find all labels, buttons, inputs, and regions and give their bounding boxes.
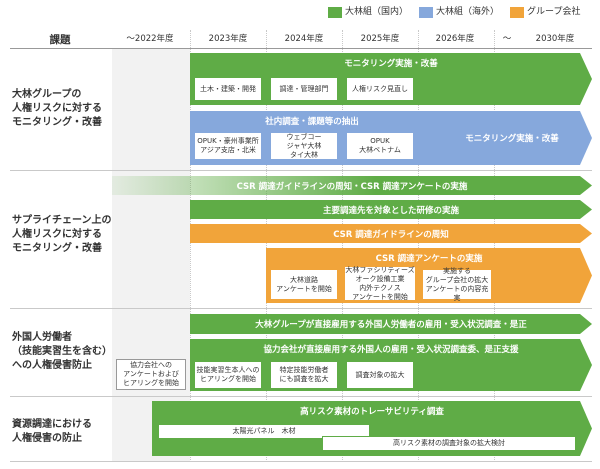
box-opuk-vietnam: OPUK 大林ベトナム xyxy=(346,132,414,160)
legend-swatch-overseas xyxy=(419,7,433,18)
box-opuk-australia: OPUK・豪州事業所 アジア支店・北米 xyxy=(194,132,262,160)
bar-group-guideline: CSR 調達ガイドラインの周知 xyxy=(190,224,592,243)
bar-direct-employment: 大林グループが直接雇用する外国人労働者の雇用・受入状況調査・是正 xyxy=(190,314,592,334)
section-label-group-risk: 大林グループの 人権リスクに対する モニタリング・改善 xyxy=(12,89,102,128)
section-divider xyxy=(10,170,592,171)
box-civil-building: 土木・建築・開発 xyxy=(194,77,262,101)
box-expand-scope: 調査対象の拡大 xyxy=(346,361,414,389)
box-partner-survey: 協力会社への アンケートおよび ヒアリングを開始 xyxy=(116,359,186,390)
section-label-foreign-workers: 外国人労働者 （技能実習生を含む） への人権侵害防止 xyxy=(12,332,112,371)
box-solar-timber: 太陽光パネル 木材 xyxy=(158,424,370,439)
legend-label-domestic: 大林組（国内） xyxy=(345,7,409,17)
year-2023: 2023年度 xyxy=(208,34,248,44)
box-procurement: 調達・管理部門 xyxy=(270,77,338,101)
year-separator xyxy=(494,30,495,462)
footer-divider xyxy=(10,461,592,462)
year-2026: 2026年度 xyxy=(435,34,475,44)
column-title: 課題 xyxy=(49,34,71,46)
bar-monitoring-overseas: モニタリング実施・改善 xyxy=(420,111,592,165)
box-webcor-jaya: ウェブコー ジャヤ大林 タイ大林 xyxy=(270,132,338,160)
year-separator xyxy=(190,30,191,462)
bar-csr-guideline-survey: CSR 調達ガイドラインの周知・CSR 調達アンケートの実施 xyxy=(112,176,592,195)
box-specified-skilled: 特定技能労働者 にも調査を拡大 xyxy=(270,361,338,389)
section-divider xyxy=(10,308,592,309)
header-divider xyxy=(10,48,592,49)
section-label-supply-chain: サプライチェーン上の 人権リスクに対する モニタリング・改善 xyxy=(12,215,112,254)
year-separator xyxy=(266,30,267,462)
section-divider xyxy=(10,396,592,397)
bar-training: 主要調達先を対象とした研修の実施 xyxy=(190,200,592,219)
box-expand-materials: 高リスク素材の調査対象の拡大検討 xyxy=(322,436,576,451)
section-label-resource: 資源調達における 人権侵害の防止 xyxy=(12,419,92,444)
year-2025: 2025年度 xyxy=(360,34,400,44)
legend-swatch-domestic xyxy=(328,7,342,18)
box-obayashi-road: 大林道路 アンケートを開始 xyxy=(270,269,338,300)
year-tilde: 〜 xyxy=(502,34,512,44)
box-group-expansion: 実施する グループ会社の拡大 アンケートの内容充実 xyxy=(422,267,492,302)
year-2024: 2024年度 xyxy=(284,34,324,44)
past-column-band xyxy=(112,48,190,462)
box-risk-review: 人権リスク見直し xyxy=(346,77,414,101)
box-trainee-hearing: 技能実習生本人への ヒアリングを開始 xyxy=(194,361,262,389)
box-facilities: 大林ファシリティーズ オーク設備工業 内外テクノス アンケートを開始 xyxy=(344,265,416,301)
year-separator xyxy=(418,30,419,462)
year-2030: 2030年度 xyxy=(535,34,575,44)
year-separator xyxy=(342,30,343,462)
year-2022: 〜2022年度 xyxy=(126,34,174,44)
legend-label-overseas: 大林組（海外） xyxy=(436,7,500,17)
legend-label-group: グループ会社 xyxy=(527,7,581,17)
legend-swatch-group xyxy=(510,7,524,18)
